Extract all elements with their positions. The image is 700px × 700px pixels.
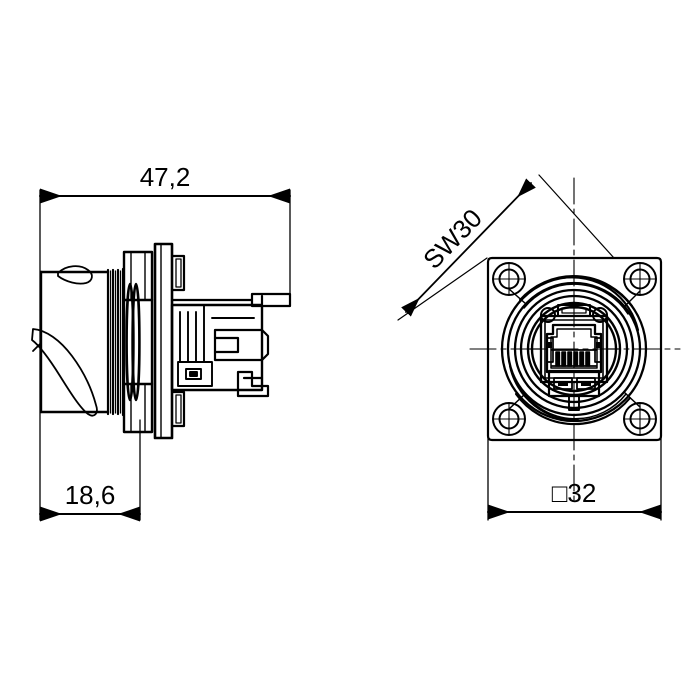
front-bayonet-lugs: [508, 275, 640, 426]
front-rj45-opening: [545, 323, 603, 374]
front-contact-pin-rail: [551, 349, 597, 367]
dimension-line-sw30: [401, 178, 536, 317]
front-port-tickmarks: [527, 296, 621, 350]
side-flange-plate: [153, 242, 174, 440]
front-bayonet-lugs-inner: [508, 283, 641, 420]
side-oring-seals: [125, 282, 141, 402]
front-guide-pegs: [540, 307, 608, 323]
side-flange-ears-inner: [175, 258, 182, 424]
side-flange-ears: [170, 254, 186, 428]
front-lower-block-windows: [553, 377, 596, 390]
side-hex-nut-inner: [130, 251, 146, 433]
front-rj45-opening-inner: [550, 328, 598, 369]
dimension-text-square-32: □32: [552, 478, 597, 508]
front-bottom-key-tab: [568, 395, 580, 411]
front-rj45-body-inner: [544, 319, 604, 379]
sw30-leader-lines: [397, 174, 615, 321]
front-lower-block: [547, 369, 601, 398]
side-grip-detail: [31, 265, 98, 417]
dimension-text-47-2: 47,2: [140, 162, 191, 192]
side-lower-tab: [236, 370, 270, 398]
front-shield-rails: [546, 337, 602, 363]
front-view-group: [397, 174, 681, 521]
side-jack-housing: [170, 303, 264, 392]
side-contact-tails: [170, 292, 292, 308]
front-flange-square: [486, 256, 663, 442]
side-thread-rings-thin: [109, 270, 122, 414]
dimension-text-18-6: 18,6: [65, 480, 116, 510]
side-latch-lever: [213, 328, 270, 362]
front-rj45-latch-slot-inner: [561, 307, 587, 314]
side-hex-nut: [122, 250, 154, 434]
side-view-group: [31, 188, 292, 522]
side-jack-housing-details: [177, 304, 255, 387]
